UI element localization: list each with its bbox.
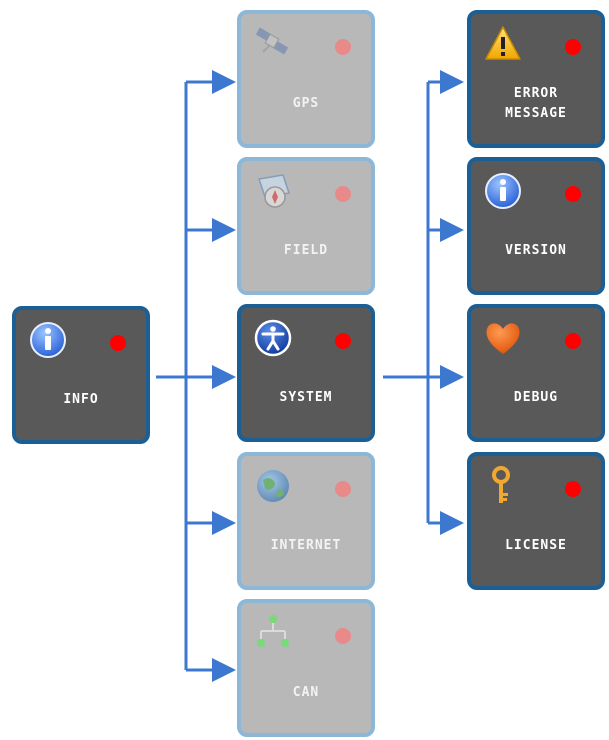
tile-label: INTERNET: [270, 538, 342, 553]
tile-label: DEBUG: [513, 390, 559, 405]
status-led: [335, 39, 351, 55]
internet-tile[interactable]: INTERNET: [237, 452, 375, 590]
info-tile[interactable]: INFO: [12, 306, 150, 444]
field-tile[interactable]: FIELD: [237, 157, 375, 295]
debug-tile[interactable]: DEBUG: [467, 304, 605, 442]
status-led: [565, 333, 581, 349]
status-led: [335, 186, 351, 202]
network-bus-icon: [257, 615, 289, 647]
license-tile[interactable]: LICENSE: [467, 452, 605, 590]
tile-label: ERROR MESSAGE: [471, 84, 601, 124]
tile-label-line-2: MESSAGE: [505, 106, 567, 121]
tile-label: SYSTEM: [279, 390, 333, 405]
tile-label-line-1: ERROR: [513, 86, 559, 101]
error-message-tile[interactable]: ERROR MESSAGE: [467, 10, 605, 148]
heart-icon: [486, 323, 520, 354]
tile-label: INFO: [63, 392, 99, 407]
tile-label: CAN: [292, 685, 320, 700]
can-tile[interactable]: CAN: [237, 599, 375, 737]
status-led: [565, 186, 581, 202]
tile-label: VERSION: [505, 243, 567, 258]
tile-label: FIELD: [283, 243, 329, 258]
compass-map-icon: [258, 174, 290, 208]
tile-label: GPS: [292, 96, 320, 111]
status-led: [335, 628, 351, 644]
status-led: [565, 39, 581, 55]
key-icon: [492, 466, 510, 503]
version-tile[interactable]: VERSION: [467, 157, 605, 295]
satellite-icon: [255, 27, 289, 55]
status-led: [565, 481, 581, 497]
status-led: [110, 335, 126, 351]
globe-icon: [257, 470, 289, 502]
info-icon: [30, 322, 66, 358]
info-icon: [485, 173, 521, 209]
status-led: [335, 333, 351, 349]
warning-icon: [485, 26, 521, 60]
status-led: [335, 481, 351, 497]
accessibility-icon: [254, 319, 292, 357]
system-tile[interactable]: SYSTEM: [237, 304, 375, 442]
tile-label: LICENSE: [505, 538, 567, 553]
gps-tile[interactable]: GPS: [237, 10, 375, 148]
